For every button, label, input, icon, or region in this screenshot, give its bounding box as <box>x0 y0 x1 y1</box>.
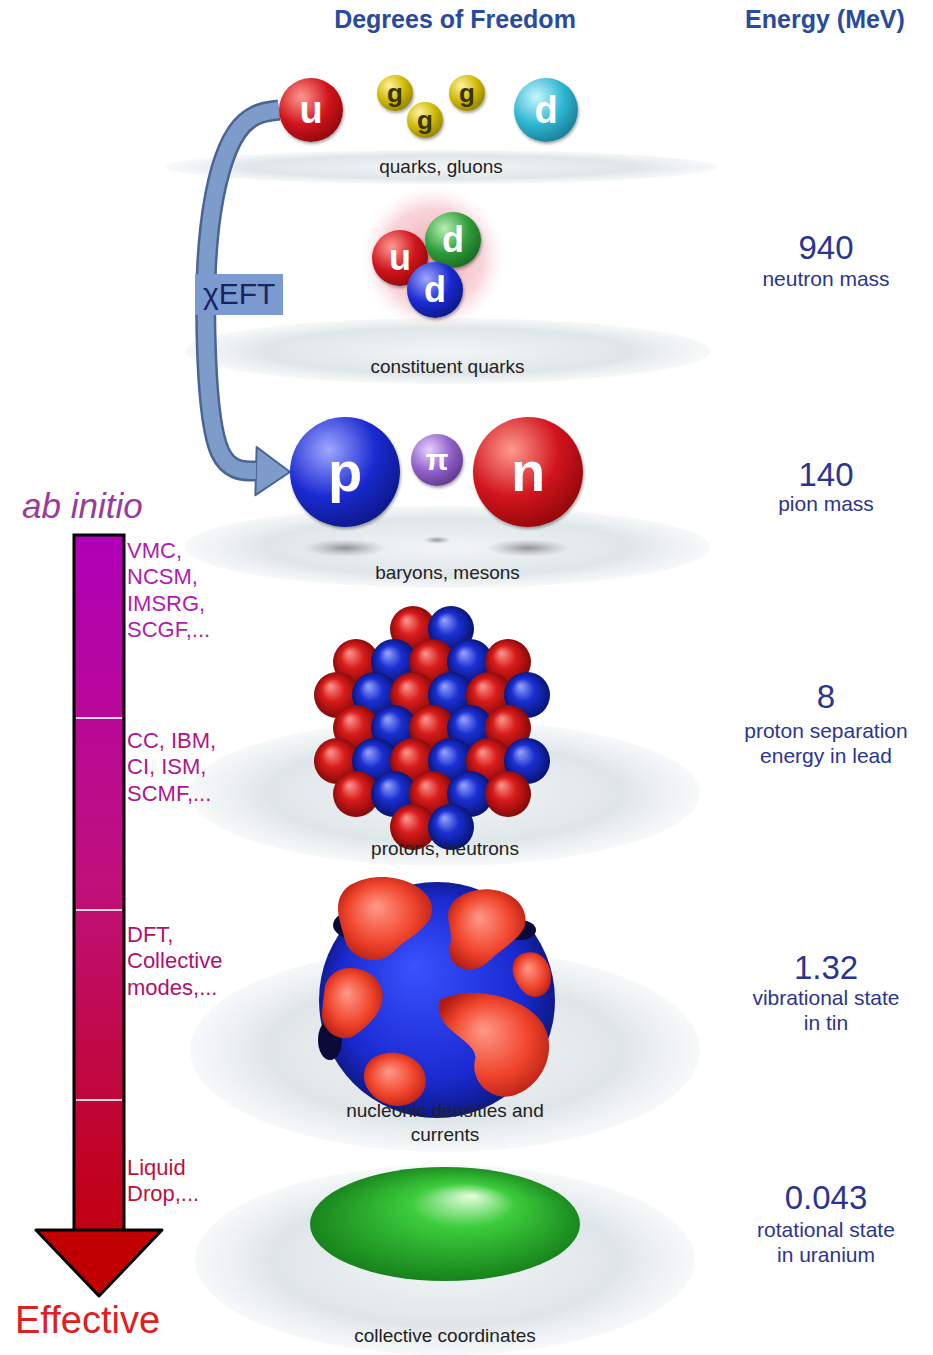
level-disc: collective coordinates <box>195 1165 695 1355</box>
scale-end-label: Effective <box>15 1298 215 1344</box>
deformed-nucleus <box>310 1167 580 1281</box>
energy-value: 140 <box>726 455 926 495</box>
quark-ball: d <box>407 262 463 318</box>
ball-shadow <box>423 536 451 544</box>
level-disc-shape <box>185 506 710 588</box>
particle-symbol: n <box>511 444 545 500</box>
level-discs <box>165 150 717 1355</box>
baryon-ball: n <box>473 417 583 527</box>
energy-note: proton separation energy in lead <box>720 718 932 768</box>
column-header: Energy (MeV) <box>725 4 925 34</box>
energy-value: 940 <box>726 228 926 268</box>
particle-symbol: π <box>426 445 449 475</box>
blob-red <box>513 952 551 997</box>
gluon-ball: g <box>449 75 485 111</box>
particle-symbol: d <box>424 272 446 308</box>
blob-red <box>448 889 526 969</box>
edge-label: χEFT <box>195 274 283 315</box>
energy-note: vibrational state in tin <box>751 985 901 1035</box>
ball-shadow <box>486 539 570 557</box>
level-disc-shape <box>195 1165 695 1355</box>
level-caption: nucleonic densities and currents <box>345 1099 545 1148</box>
level-disc: protons, neutrons <box>190 720 700 866</box>
particle-symbol: d <box>534 91 557 129</box>
quark-ball: u <box>279 78 343 142</box>
quark-glow <box>361 186 505 330</box>
method-list: Liquid Drop,... <box>127 1155 227 1208</box>
arrowhead <box>255 447 290 495</box>
particle-symbol: g <box>417 107 433 133</box>
level-caption: constituent quarks <box>370 355 524 380</box>
particle-symbol: d <box>442 222 464 258</box>
scale-end-label: ab initio <box>22 485 202 527</box>
level-caption: collective coordinates <box>354 1324 536 1349</box>
particle-symbol: u <box>389 240 411 276</box>
particle-symbol: p <box>328 444 362 500</box>
ball-shadow <box>303 539 387 557</box>
baryon-ball: p <box>290 417 400 527</box>
gluon-ball: g <box>377 75 413 111</box>
level-caption: protons, neutrons <box>371 837 519 862</box>
blob-red <box>322 968 383 1038</box>
level-disc: nucleonic densities and currents <box>190 948 700 1152</box>
method-list: VMC, NCSM, IMSRG, SCGF,... <box>127 538 227 644</box>
scale-arrowhead <box>36 1230 162 1296</box>
level-disc: quarks, gluons <box>165 150 717 184</box>
level-disc: baryons, mesons <box>185 506 710 588</box>
blob-red <box>338 877 432 960</box>
quark-ball: d <box>514 78 578 142</box>
nucleon-ball <box>485 771 531 817</box>
energy-note: neutron mass <box>726 266 926 291</box>
gluon-ball: g <box>407 102 443 138</box>
column-header: Degrees of Freedom <box>285 4 625 34</box>
particle-symbol: u <box>299 91 322 129</box>
energy-value: 1.32 <box>726 948 926 988</box>
nucleus-picture <box>314 606 550 850</box>
level-caption: baryons, mesons <box>375 561 520 586</box>
blob-red <box>439 993 549 1097</box>
scale-divider <box>76 717 122 719</box>
energy-note: pion mass <box>726 491 926 516</box>
energy-value: 8 <box>726 677 926 717</box>
level-disc-shape <box>165 150 717 184</box>
particle-symbol: g <box>387 80 403 106</box>
method-list: CC, IBM, CI, ISM, SCMF,... <box>127 728 227 807</box>
scale-divider <box>76 909 122 911</box>
energy-note: rotational state in uranium <box>749 1217 904 1267</box>
level-disc: constituent quarks <box>185 318 710 384</box>
blob-red <box>364 1053 426 1106</box>
level-disc-shape <box>190 720 700 866</box>
particle-symbol: g <box>459 80 475 106</box>
level-caption: quarks, gluons <box>379 155 503 180</box>
method-list: DFT, Collective modes,... <box>127 922 249 1001</box>
meson-ball: π <box>411 434 463 486</box>
density-blob <box>318 877 555 1118</box>
energy-value: 0.043 <box>726 1178 926 1218</box>
quark-ball: d <box>425 212 481 268</box>
scale-bar <box>74 535 124 1232</box>
scale-divider <box>76 1099 122 1101</box>
